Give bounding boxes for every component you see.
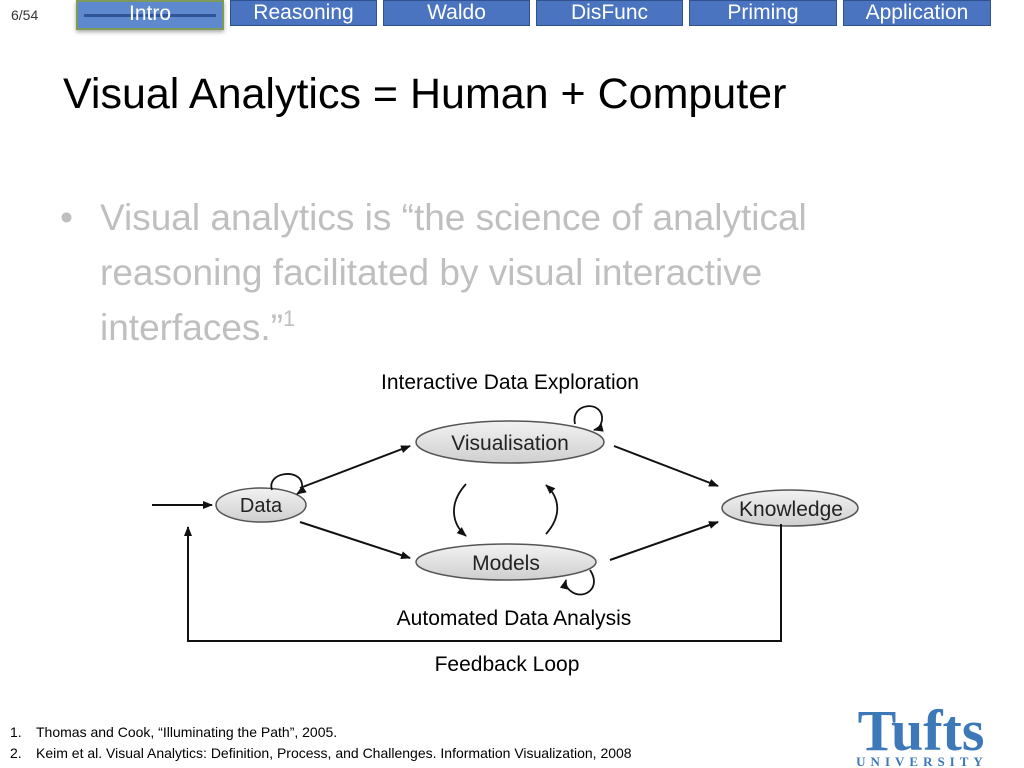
data-to-visualisation-arrow [299,445,411,489]
visual-analytics-diagram: Interactive Data Exploration Data Visual… [152,371,859,676]
tab-label: Application [865,1,969,24]
tab-label: Waldo [427,1,486,24]
tab-label: Priming [727,1,799,24]
footnote-2: 2.Keim et al. Visual Analytics: Definiti… [10,745,632,761]
models-self-loop [559,569,595,596]
tufts-university-logo: Tufts UNIVERSITY [856,700,988,768]
logo-word: Tufts [858,700,985,763]
tab-intro[interactable]: Intro [76,0,224,30]
bullet-body: Visual analytics is “the science of anal… [100,197,807,348]
models-node-label: Models [472,552,540,575]
knowledge-node [721,489,859,527]
tab-disfunc[interactable]: DisFunc [536,0,683,26]
logo-subtitle: UNIVERSITY [856,754,988,768]
bottom-label: Automated Data Analysis [397,607,632,630]
visualisation-to-knowledge-arrow [613,445,719,487]
feedback-label: Feedback Loop [435,653,580,676]
visualisation-node [415,420,605,464]
visualisation-self-loop [573,405,604,432]
bullet-text: Visual analytics is “the science of anal… [100,190,960,355]
tab-label: DisFunc [570,1,649,24]
data-to-models-arrow [299,521,411,560]
bullet-marker: • [60,197,73,238]
tab-active-underline [84,14,216,17]
slide-counter: 6/54 [11,7,39,23]
data-self-loop [270,473,307,495]
visualisation-node-label: Visualisation [451,432,569,455]
tab-application[interactable]: Application [843,0,991,26]
slide-title: Visual Analytics = Human + Computer [63,70,787,118]
footnote-1: 1.Thomas and Cook, “Illuminating the Pat… [10,724,338,740]
models-node [415,543,597,581]
feedback-loop-arrow [184,524,782,642]
bullet-footnote-ref: 1 [283,306,296,331]
tab-waldo[interactable]: Waldo [383,0,530,26]
visualisation-to-models-arrow [453,483,467,537]
footnotes: 1.Thomas and Cook, “Illuminating the Pat… [10,722,632,764]
models-to-knowledge-arrow [609,521,719,561]
tab-reasoning[interactable]: Reasoning [230,0,377,26]
tab-label: Reasoning [253,1,354,24]
models-to-visualisation-arrow [545,484,559,535]
data-node-label: Data [240,495,283,517]
tab-label: Intro [128,2,172,25]
top-label: Interactive Data Exploration [381,371,639,394]
knowledge-node-label: Knowledge [739,498,843,521]
data-node [215,487,307,523]
tab-priming[interactable]: Priming [689,0,837,26]
